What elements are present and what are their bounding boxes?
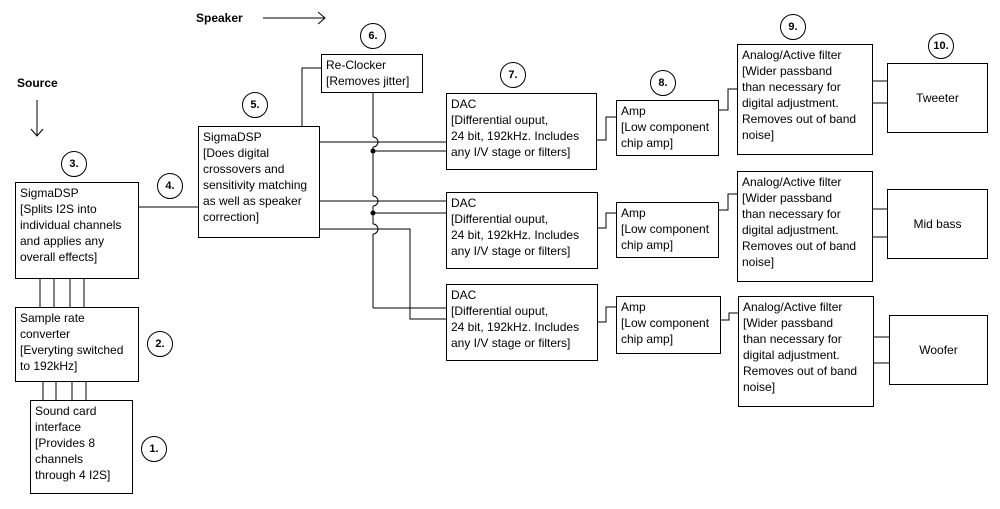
step-marker-10: 10. bbox=[928, 33, 954, 59]
dac-block-tweeter: DAC [Differential ouput, 24 bit, 192kHz.… bbox=[446, 93, 597, 170]
speaker-label: Speaker bbox=[196, 11, 243, 25]
woofer-block: Woofer bbox=[889, 315, 988, 385]
midbass-block: Mid bass bbox=[887, 189, 988, 259]
filter-block-woofer: Analog/Active filter [Wider passband tha… bbox=[738, 296, 874, 407]
filter-block-midbass: Analog/Active filter [Wider passband tha… bbox=[737, 171, 873, 282]
filter-block-tweeter: Analog/Active filter [Wider passband tha… bbox=[737, 44, 873, 155]
step-marker-6: 6. bbox=[360, 23, 386, 49]
sound-card-block: Sound card interface [Provides 8 channel… bbox=[30, 400, 133, 494]
step-marker-1: 1. bbox=[141, 436, 167, 462]
step-marker-4: 4. bbox=[157, 173, 183, 199]
step-marker-5: 5. bbox=[242, 92, 268, 118]
step-marker-2: 2. bbox=[147, 331, 173, 357]
amp-block-woofer: Amp [Low component chip amp] bbox=[616, 296, 721, 354]
amp-block-midbass: Amp [Low component chip amp] bbox=[616, 202, 719, 258]
amp-block-tweeter: Amp [Low component chip amp] bbox=[616, 100, 719, 156]
step-marker-3: 3. bbox=[61, 151, 87, 177]
sample-rate-converter-block: Sample rate converter [Everyting switche… bbox=[15, 307, 139, 382]
dac-block-woofer: DAC [Differential ouput, 24 bit, 192kHz.… bbox=[446, 284, 598, 361]
sigmadsp-crossover-block: SigmaDSP [Does digital crossovers and se… bbox=[198, 126, 320, 238]
reclocker-block: Re-Clocker [Removes jitter] bbox=[321, 54, 423, 93]
step-marker-9: 9. bbox=[780, 14, 806, 40]
tweeter-block: Tweeter bbox=[887, 63, 988, 133]
step-marker-7: 7. bbox=[500, 62, 526, 88]
source-label: Source bbox=[17, 76, 58, 90]
step-marker-8: 8. bbox=[650, 70, 676, 96]
dac-block-midbass: DAC [Differential ouput, 24 bit, 192kHz.… bbox=[446, 192, 598, 269]
sigmadsp-split-block: SigmaDSP [Splits I2S into individual cha… bbox=[15, 182, 139, 279]
